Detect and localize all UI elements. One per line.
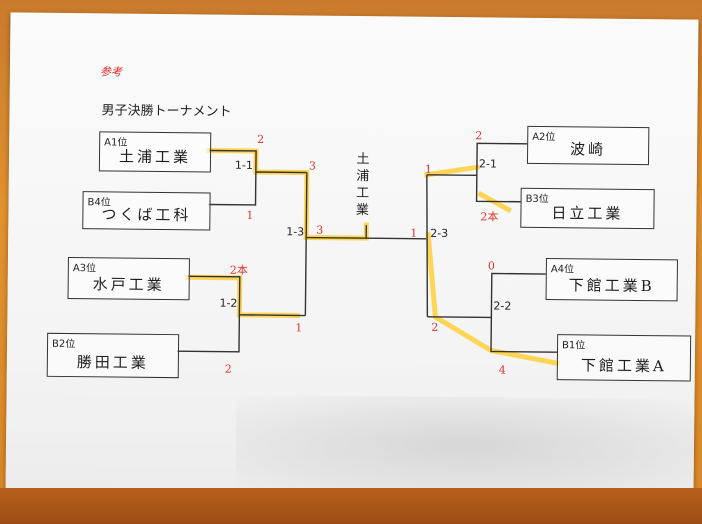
team-box-katsuta: B2位 勝田工業 [46, 332, 180, 379]
match-label-1-3: 1-3 [286, 225, 305, 239]
winner-highlight [185, 147, 560, 367]
left-bracket [176, 149, 427, 353]
team-box-tsuchiura: A1位 土浦工業 [98, 131, 212, 173]
match-label-1-2: 1-2 [219, 296, 238, 310]
match-label-2-2: 2-2 [493, 299, 512, 313]
team-name: 下館工業A [580, 356, 667, 376]
team-box-hasaki: A2位 波崎 [526, 125, 650, 166]
score-final-left: 3 [316, 223, 324, 237]
score-katsuta: 2 [224, 362, 232, 376]
champion-char: 浦 [356, 169, 370, 185]
seed-label: A3位 [72, 263, 97, 275]
highlight-right-top [424, 164, 480, 178]
team-box-hitachi: B3位 日立工業 [520, 187, 655, 230]
match-label-2-3: 2-3 [430, 226, 449, 241]
highlight-mito [185, 274, 300, 318]
seed-label: A4位 [550, 264, 575, 276]
score-right-qf-top: 1 [424, 162, 432, 176]
team-name: 日立工業 [551, 204, 624, 223]
bracket-lines [176, 142, 560, 367]
team-name: 波崎 [570, 140, 607, 159]
score-mito: 2本 [229, 263, 248, 277]
score-right-qf-bottom: 2 [431, 320, 439, 334]
team-name: 勝田工業 [76, 353, 149, 372]
score-hasaki: 2 [475, 129, 483, 143]
champion-char: 土 [356, 152, 370, 168]
highlight-shimodate-a [425, 232, 560, 367]
page-title: 男子決勝トーナメント [101, 103, 232, 120]
champion-label: 土 浦 工 業 [352, 151, 373, 219]
team-box-mito: A3位 水戸工業 [67, 257, 190, 301]
score-final-right: 1 [410, 226, 418, 240]
team-name: 土浦工業 [118, 147, 192, 167]
champion-char: 工 [356, 186, 370, 202]
seed-label: B1位 [562, 340, 586, 352]
bracket-sheet: 参考 男子決勝トーナメント A1位 土浦工業 B4位 つくば工科 A3位 水戸工… [5, 12, 699, 498]
score-shimodate-b: 0 [487, 259, 495, 273]
team-box-shimodate-b: A4位 下館工業B [545, 258, 678, 302]
team-box-tsukuba: B4位 つくば工科 [82, 191, 211, 231]
seed-label: B2位 [51, 338, 76, 351]
team-name: 下館工業B [568, 276, 655, 296]
team-box-shimodate-a: B1位 下館工業A [556, 334, 692, 382]
score-left-qf-bottom: 1 [295, 321, 303, 335]
table-surface [0, 488, 702, 524]
score-shimodate-a: 4 [498, 363, 506, 377]
right-bracket [426, 142, 558, 353]
match-label-1-1: 1-1 [234, 158, 253, 172]
score-tsukuba: 1 [246, 208, 254, 222]
team-name: つくば工科 [101, 205, 192, 225]
match-label-2-1: 2-1 [478, 157, 497, 171]
team-name: 水戸工業 [92, 275, 165, 295]
champion-char: 業 [355, 203, 370, 219]
score-hitachi: 2本 [480, 210, 499, 224]
score-left-qf-top: 3 [308, 159, 316, 173]
score-tsuchiura: 2 [257, 133, 265, 147]
corner-note: 参考 [99, 65, 122, 79]
